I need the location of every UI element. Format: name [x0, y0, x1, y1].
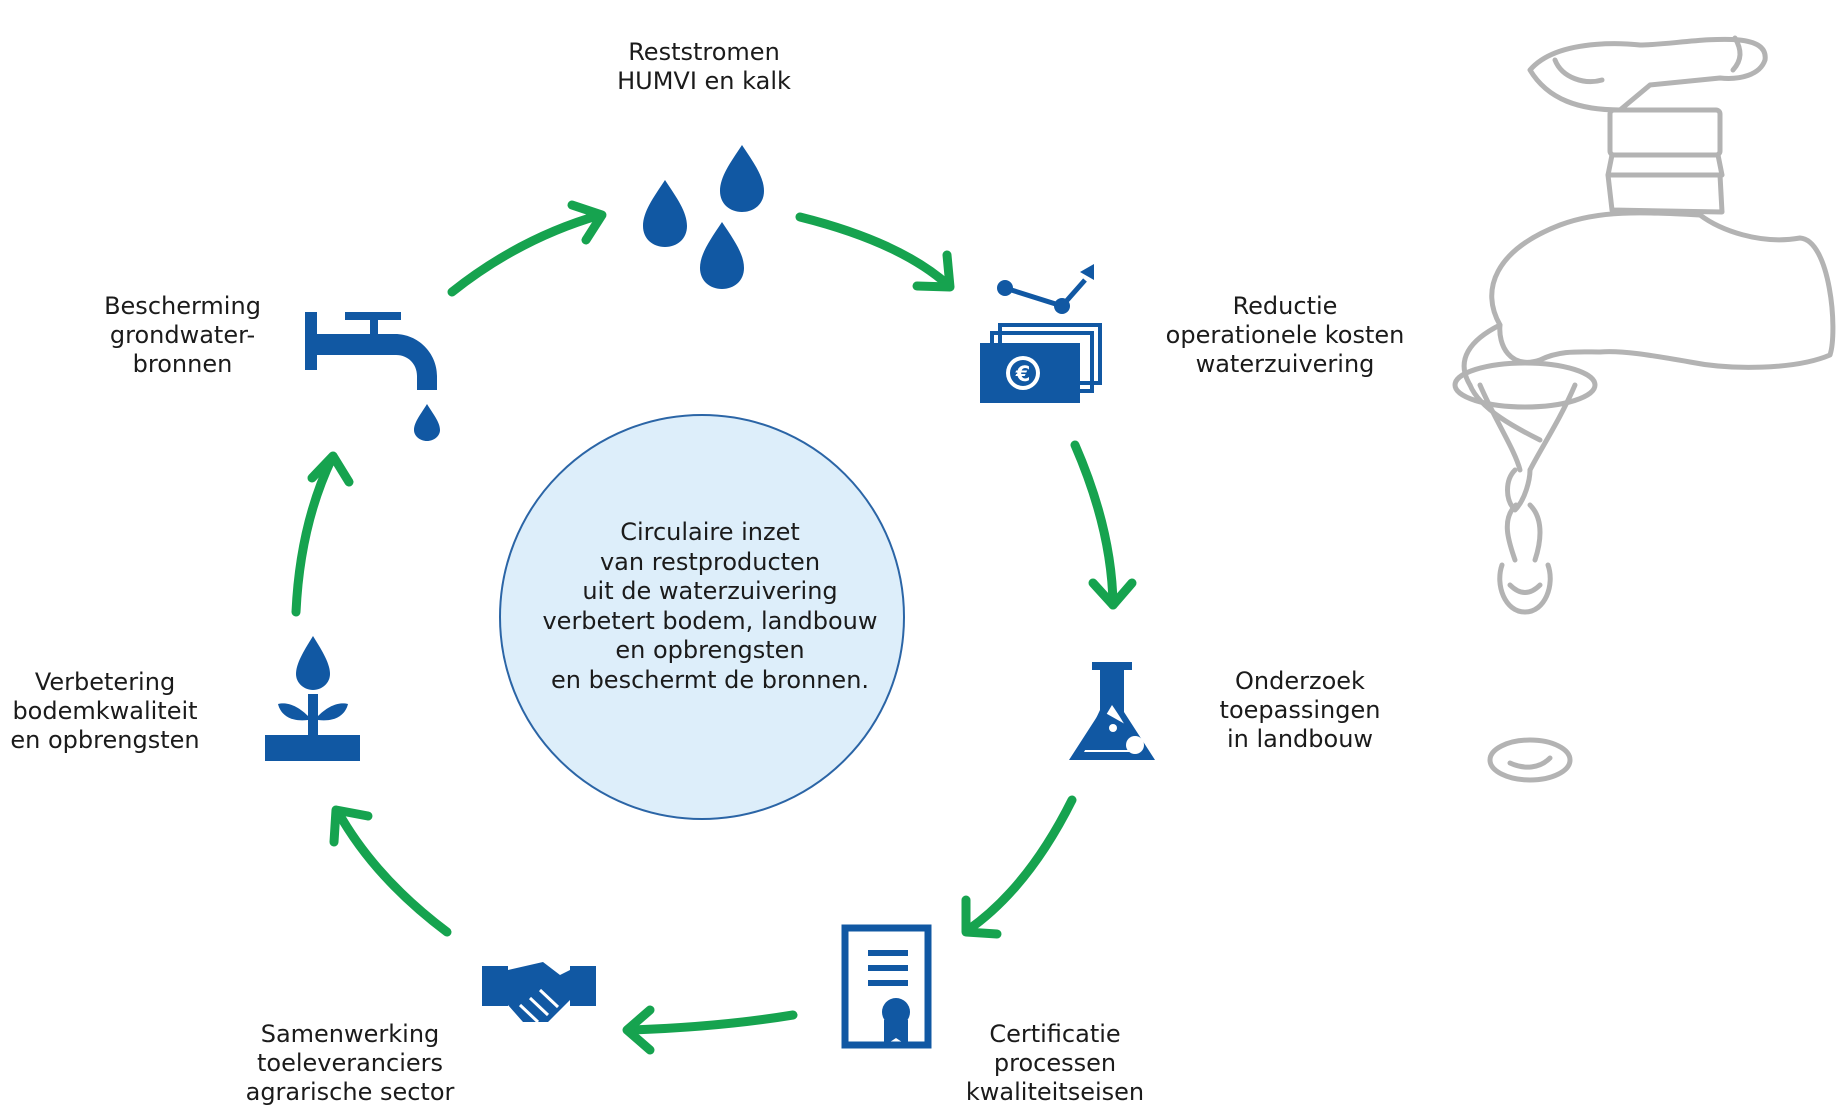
- handshake-icon: [482, 962, 596, 1024]
- faucet-illustration: [1452, 35, 1836, 783]
- cycle-arrow-4: [963, 795, 1077, 935]
- water-drops-icon: [643, 145, 764, 289]
- cycle-arrow-6-head: [329, 805, 373, 847]
- cycle-arrow-1: [447, 210, 605, 297]
- plant-icon: [265, 636, 360, 761]
- label-onderzoek: Onderzoek toepassingen in landbouw: [1219, 667, 1381, 753]
- flask-icon: [1069, 662, 1155, 760]
- cycle-arrow-3: [1070, 440, 1118, 610]
- cycle-arrow-1-head: [567, 200, 607, 245]
- label-samenwerking: Samenwerking toeleveranciers agrarische …: [245, 1020, 455, 1106]
- cycle-arrow-5-head: [622, 1005, 655, 1055]
- cycle-arrow-5: [625, 1010, 798, 1035]
- certificate-icon: [841, 924, 932, 1049]
- svg-text:€: €: [1015, 362, 1031, 386]
- label-verbetering: Verbetering bodemkwaliteit en opbrengste…: [10, 668, 200, 754]
- money-chart-icon: €: [980, 264, 1102, 403]
- cycle-arrow-2: [795, 212, 953, 290]
- cycle-arrow-2-head: [912, 250, 955, 292]
- cycle-arrow-6: [333, 807, 452, 937]
- cycle-arrow-4-head: [961, 895, 1002, 939]
- center-circle: [499, 414, 905, 820]
- label-bescherming: Bescherming grondwater- bronnen: [104, 292, 261, 378]
- label-reststromen: Reststromen HUMVI en kalk: [617, 38, 791, 95]
- cycle-arrow-3-head: [1088, 578, 1137, 610]
- water-tap-icon: [305, 312, 440, 441]
- center-text: Circulaire inzet van restproducten uit d…: [542, 518, 878, 694]
- label-reductie-kosten: Reductie operationele kosten waterzuiver…: [1165, 292, 1405, 378]
- cycle-arrow-7: [291, 453, 337, 617]
- label-certificatie: Certificatie processen kwaliteitseisen: [965, 1020, 1145, 1106]
- cycle-arrow-7-head: [307, 451, 354, 487]
